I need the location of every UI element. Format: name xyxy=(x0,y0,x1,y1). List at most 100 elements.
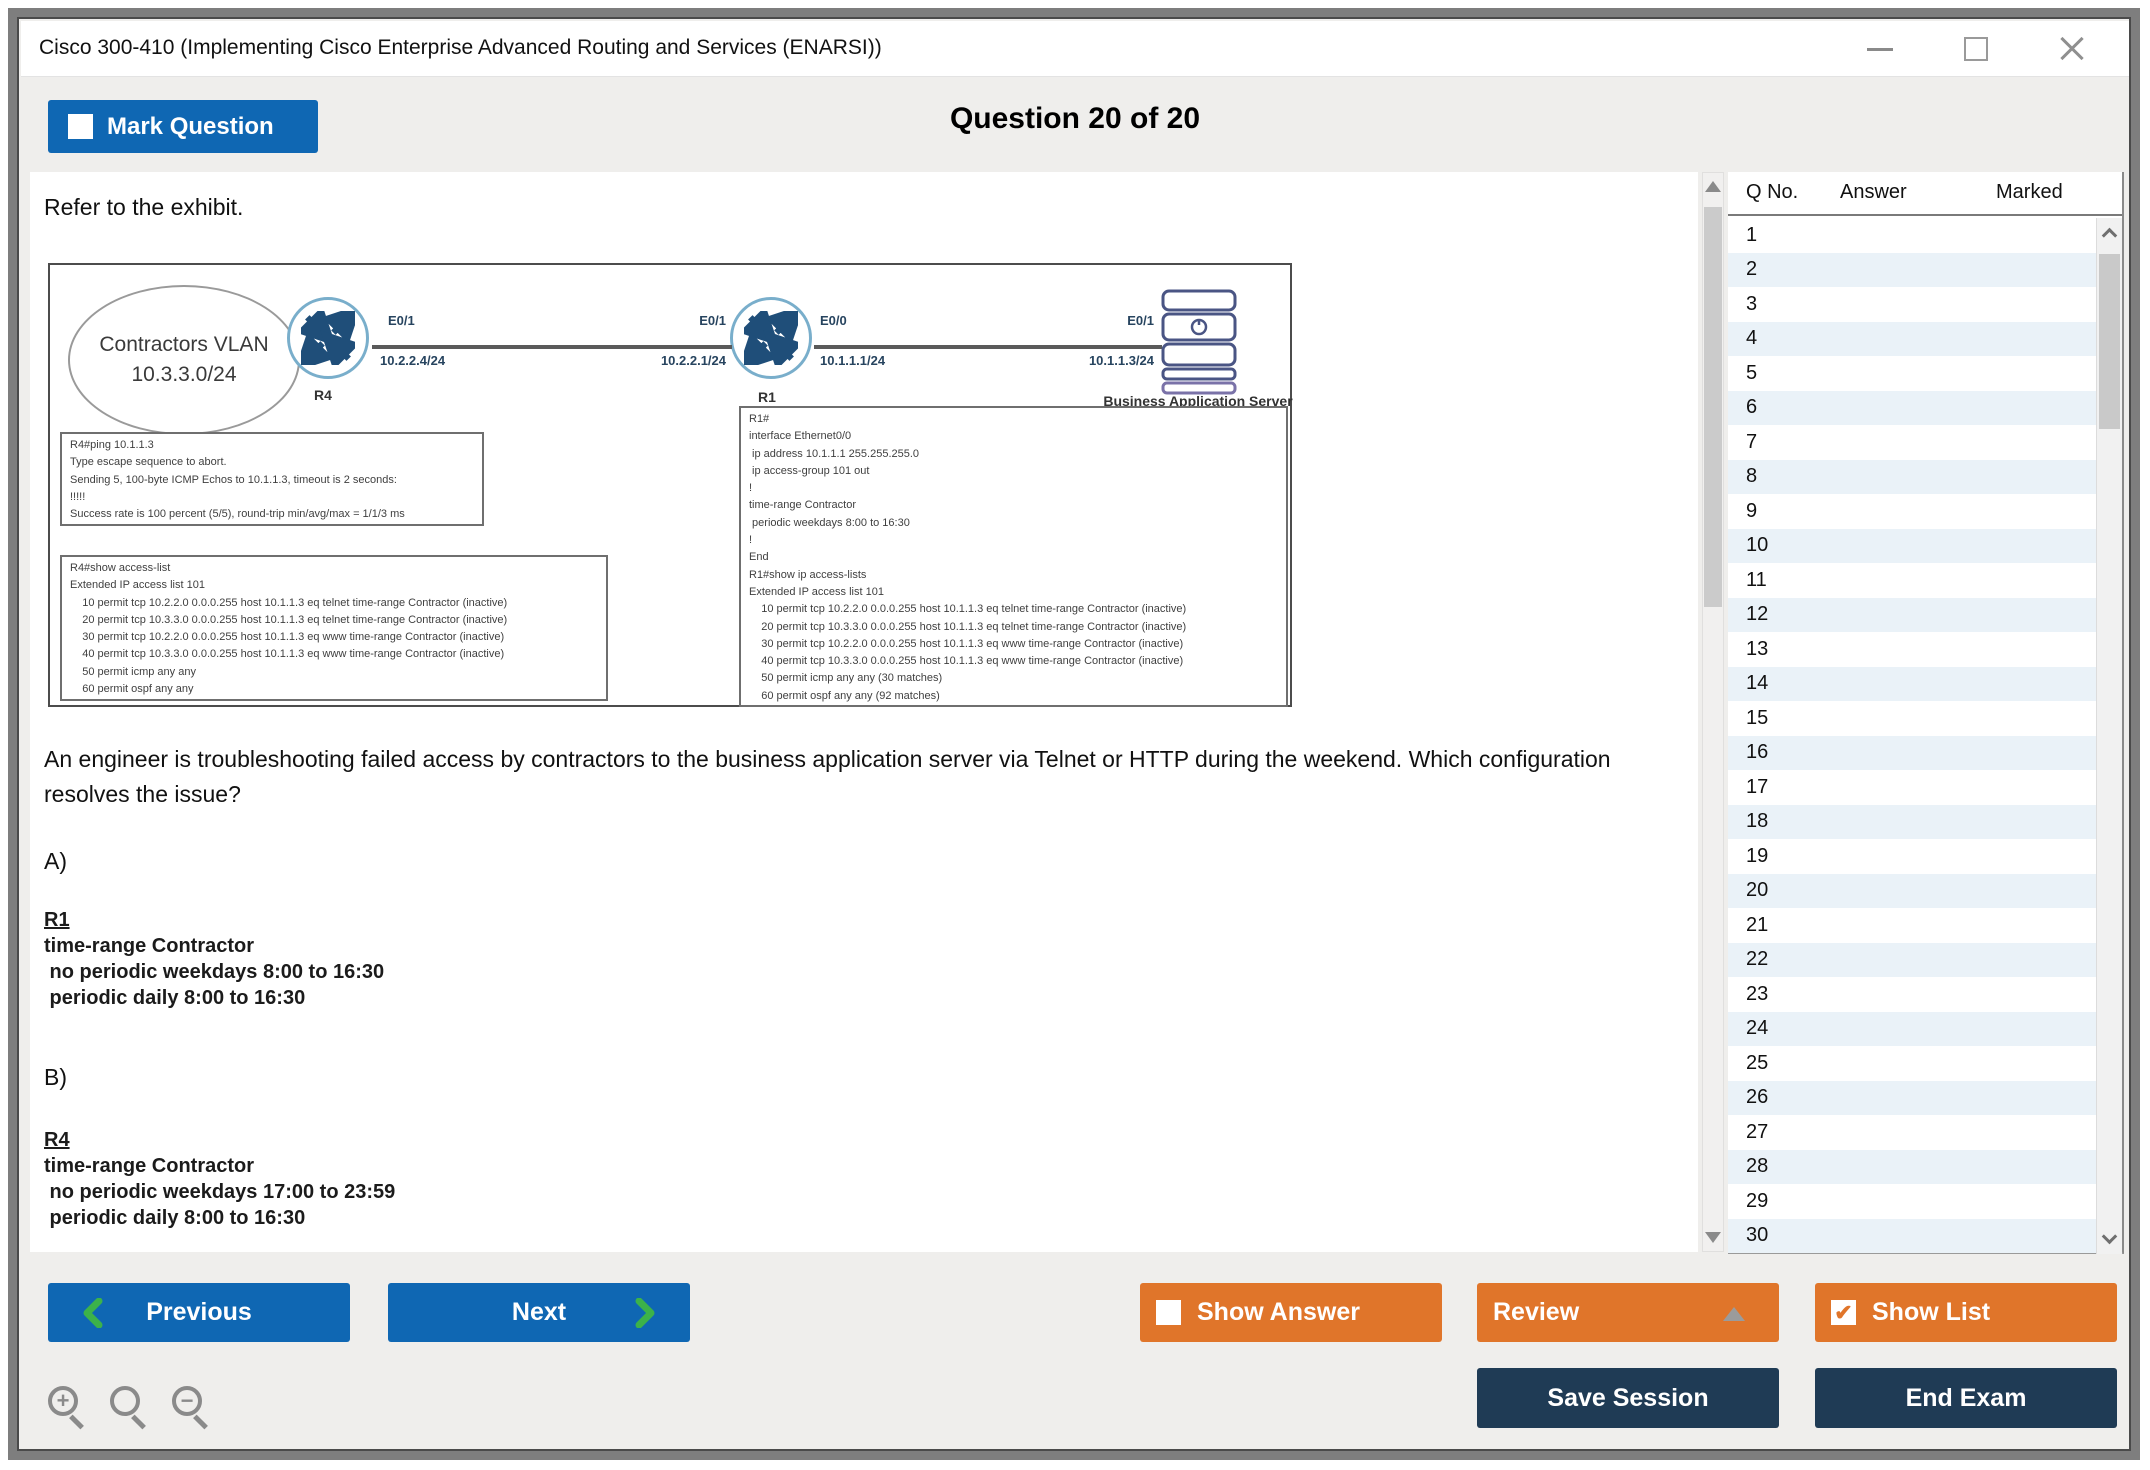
next-label: Next xyxy=(511,1298,567,1326)
end-exam-button[interactable]: End Exam xyxy=(1815,1368,2117,1428)
question-list-row[interactable]: 19 xyxy=(1728,839,2096,874)
contractors-vlan-cloud: Contractors VLAN 10.3.3.0/24 xyxy=(68,285,300,435)
question-list-row[interactable]: 17 xyxy=(1728,770,2096,805)
question-number: 14 xyxy=(1746,672,1769,695)
zoom-out-icon[interactable]: − xyxy=(170,1384,214,1436)
question-number: 26 xyxy=(1746,1086,1769,1109)
chevron-right-icon xyxy=(635,1298,655,1328)
question-number: 8 xyxy=(1746,465,1758,488)
question-number: 28 xyxy=(1746,1155,1769,1178)
question-list-row[interactable]: 24 xyxy=(1728,1011,2096,1046)
main-scrollbar-thumb[interactable] xyxy=(1704,207,1722,607)
question-list-row[interactable]: 16 xyxy=(1728,735,2096,770)
r4-access-list-output: R4#show access-list Extended IP access l… xyxy=(60,555,608,701)
question-list-row[interactable]: 30 xyxy=(1728,1218,2096,1253)
question-number: 2 xyxy=(1746,258,1758,281)
scroll-down-icon[interactable] xyxy=(1705,1232,1721,1243)
question-list-row[interactable]: 9 xyxy=(1728,494,2096,529)
question-number: 19 xyxy=(1746,844,1769,867)
server-name-label: Business Application Server xyxy=(1103,393,1293,409)
next-button[interactable]: Next xyxy=(388,1283,690,1342)
show-answer-label: Show Answer xyxy=(1197,1298,1360,1326)
save-session-label: Save Session xyxy=(1547,1383,1709,1412)
vlan-subnet: 10.3.3.0/24 xyxy=(131,363,237,386)
question-list-row[interactable]: 1 xyxy=(1728,218,2096,253)
router-arrows-icon xyxy=(744,311,798,365)
question-list-row[interactable]: 20 xyxy=(1728,873,2096,908)
list-scrollbar-thumb[interactable] xyxy=(2099,254,2120,429)
question-list-row[interactable]: 11 xyxy=(1728,563,2096,598)
question-number: 13 xyxy=(1746,637,1769,660)
router-arrows-icon xyxy=(301,311,355,365)
r4-ip-label: 10.2.2.4/24 xyxy=(380,353,446,368)
save-session-button[interactable]: Save Session xyxy=(1477,1368,1779,1428)
question-list-scrollbar[interactable] xyxy=(2096,218,2122,1254)
question-list-row[interactable]: 3 xyxy=(1728,287,2096,322)
option-a-block[interactable]: R1 time-range Contractor no periodic wee… xyxy=(44,908,384,1011)
question-number: 24 xyxy=(1746,1017,1769,1040)
search-magnifier-icon[interactable] xyxy=(108,1384,152,1436)
question-list-row[interactable]: 15 xyxy=(1728,701,2096,736)
question-list-row[interactable]: 29 xyxy=(1728,1184,2096,1219)
mark-question-checkbox[interactable] xyxy=(68,114,93,139)
show-answer-button[interactable]: Show Answer xyxy=(1140,1283,1442,1342)
question-list-row[interactable]: 21 xyxy=(1728,908,2096,943)
question-list-row[interactable]: 8 xyxy=(1728,459,2096,494)
option-b-block[interactable]: R4 time-range Contractor no periodic wee… xyxy=(44,1128,395,1231)
question-number: 20 xyxy=(1746,879,1769,902)
question-list-row[interactable]: 7 xyxy=(1728,425,2096,460)
list-scroll-up-icon[interactable] xyxy=(2101,227,2118,244)
question-list-row[interactable]: 10 xyxy=(1728,528,2096,563)
maximize-button[interactable] xyxy=(1959,32,1993,66)
question-number: 7 xyxy=(1746,430,1758,453)
option-b-config: time-range Contractor no periodic weekda… xyxy=(44,1155,396,1229)
router-r1-icon xyxy=(730,297,812,379)
server-interface-label: E0/1 xyxy=(1127,313,1154,328)
r4-ping-output: R4#ping 10.1.1.3 Type escape sequence to… xyxy=(60,432,484,526)
r4-interface-label: E0/1 xyxy=(388,313,415,328)
mark-question-button[interactable]: Mark Question xyxy=(48,100,318,153)
show-answer-checkbox[interactable] xyxy=(1156,1300,1181,1325)
scroll-up-icon[interactable] xyxy=(1705,181,1721,192)
r1-config-output: R1# interface Ethernet0/0 ip address 10.… xyxy=(739,406,1288,707)
question-list-row[interactable]: 26 xyxy=(1728,1080,2096,1115)
question-list-header: Q No. Answer Marked xyxy=(1728,172,2122,216)
maximize-icon xyxy=(1964,37,1988,61)
question-number: 3 xyxy=(1746,292,1758,315)
window-title: Cisco 300-410 (Implementing Cisco Enterp… xyxy=(39,36,882,59)
zoom-in-icon[interactable]: + xyxy=(46,1384,90,1436)
question-list-row[interactable]: 2 xyxy=(1728,252,2096,287)
question-number: 23 xyxy=(1746,982,1769,1005)
question-list-row[interactable]: 4 xyxy=(1728,321,2096,356)
server-ip-label: 10.1.1.3/24 xyxy=(1088,353,1154,368)
r1-name-label: R1 xyxy=(758,389,776,405)
question-list-row[interactable]: 28 xyxy=(1728,1149,2096,1184)
show-list-checkbox[interactable]: ✔ xyxy=(1831,1300,1856,1325)
option-a-device: R1 xyxy=(44,909,70,931)
question-list-row[interactable]: 5 xyxy=(1728,356,2096,391)
close-button[interactable] xyxy=(2055,32,2089,66)
review-button[interactable]: Review xyxy=(1477,1283,1779,1342)
question-list-row[interactable]: 25 xyxy=(1728,1046,2096,1081)
question-counter: Question 20 of 20 xyxy=(949,102,1201,135)
main-scrollbar[interactable] xyxy=(1702,172,1724,1252)
question-list-row[interactable]: 22 xyxy=(1728,942,2096,977)
question-list-row[interactable]: 14 xyxy=(1728,666,2096,701)
previous-button[interactable]: Previous xyxy=(48,1283,350,1342)
list-scroll-down-icon[interactable] xyxy=(2101,1228,2118,1245)
r1-right-ip-label: 10.1.1.1/24 xyxy=(820,353,886,368)
question-list-row[interactable]: 12 xyxy=(1728,597,2096,632)
question-number: 29 xyxy=(1746,1189,1769,1212)
question-list-row[interactable]: 13 xyxy=(1728,632,2096,667)
previous-label: Previous xyxy=(146,1298,252,1326)
r1-right-interface-label: E0/0 xyxy=(820,313,847,328)
question-number: 15 xyxy=(1746,706,1769,729)
question-list-row[interactable]: 6 xyxy=(1728,390,2096,425)
question-list-row[interactable]: 18 xyxy=(1728,804,2096,839)
option-b-label: B) xyxy=(44,1064,67,1090)
question-number: 5 xyxy=(1746,361,1758,384)
question-list-row[interactable]: 23 xyxy=(1728,977,2096,1012)
show-list-button[interactable]: ✔ Show List xyxy=(1815,1283,2117,1342)
question-list-row[interactable]: 27 xyxy=(1728,1115,2096,1150)
minimize-button[interactable] xyxy=(1863,32,1897,66)
